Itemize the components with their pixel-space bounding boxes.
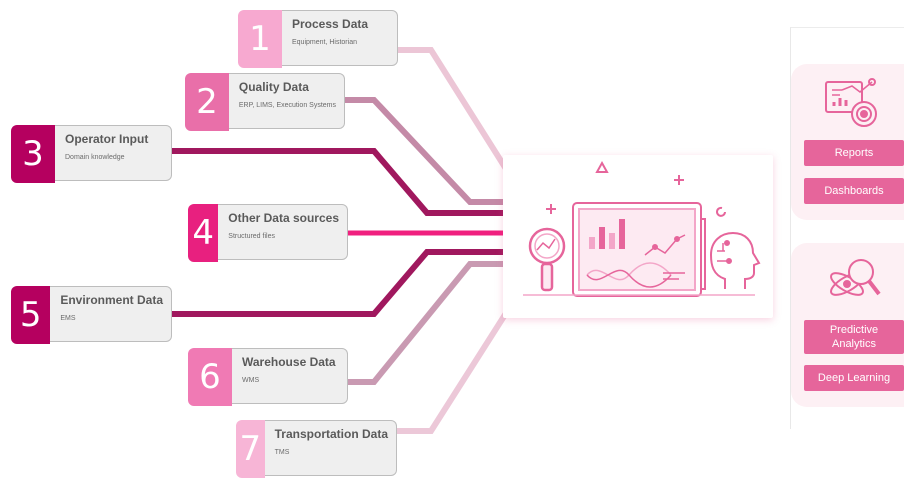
source-subtitle: Domain knowledge — [65, 154, 125, 161]
source-subtitle: Structured files — [228, 233, 275, 240]
source-title: Other Data sources — [228, 211, 339, 225]
connector-line-7 — [397, 308, 511, 434]
deep-learning-button[interactable]: Deep Learning — [804, 365, 904, 391]
source-number-badge: 3 — [11, 125, 55, 183]
source-number-badge: 5 — [11, 286, 51, 344]
connector-line-2 — [345, 97, 508, 205]
source-title: Environment Data — [60, 293, 163, 307]
analytics-hub-card — [503, 155, 773, 318]
report-chart-icon — [822, 78, 886, 130]
dashboards-button[interactable]: Dashboards — [804, 178, 904, 204]
source-number-badge: 7 — [236, 420, 265, 478]
analytics-dashboard-icon — [523, 160, 761, 297]
source-number-badge: 4 — [188, 204, 219, 262]
source-number-badge: 6 — [188, 348, 232, 406]
reports-button[interactable]: Reports — [804, 140, 904, 166]
source-number-badge: 1 — [238, 10, 282, 68]
source-title: Process Data — [292, 17, 369, 31]
source-title: Quality Data — [238, 80, 309, 94]
source-subtitle: ERP, LIMS, Execution Systems — [238, 102, 336, 109]
source-title: Transportation Data — [274, 427, 388, 441]
source-subtitle: WMS — [242, 377, 260, 384]
source-subtitle: TMS — [274, 449, 290, 456]
source-title: Warehouse Data — [242, 355, 336, 369]
predictive-analytics-button[interactable]: Predictive Analytics — [804, 320, 904, 354]
connector-line-6 — [348, 261, 508, 385]
atom-magnifier-icon — [823, 254, 885, 310]
connector-line-1 — [398, 47, 511, 174]
source-subtitle: EMS — [60, 315, 76, 322]
connector-line-5 — [172, 249, 508, 317]
connector-line-3 — [172, 148, 508, 216]
ai-head-icon — [709, 231, 761, 289]
source-number-badge: 2 — [185, 73, 229, 131]
source-title: Operator Input — [65, 132, 149, 146]
source-subtitle: Equipment, Historian — [292, 39, 357, 46]
magnifier-icon — [528, 227, 566, 292]
